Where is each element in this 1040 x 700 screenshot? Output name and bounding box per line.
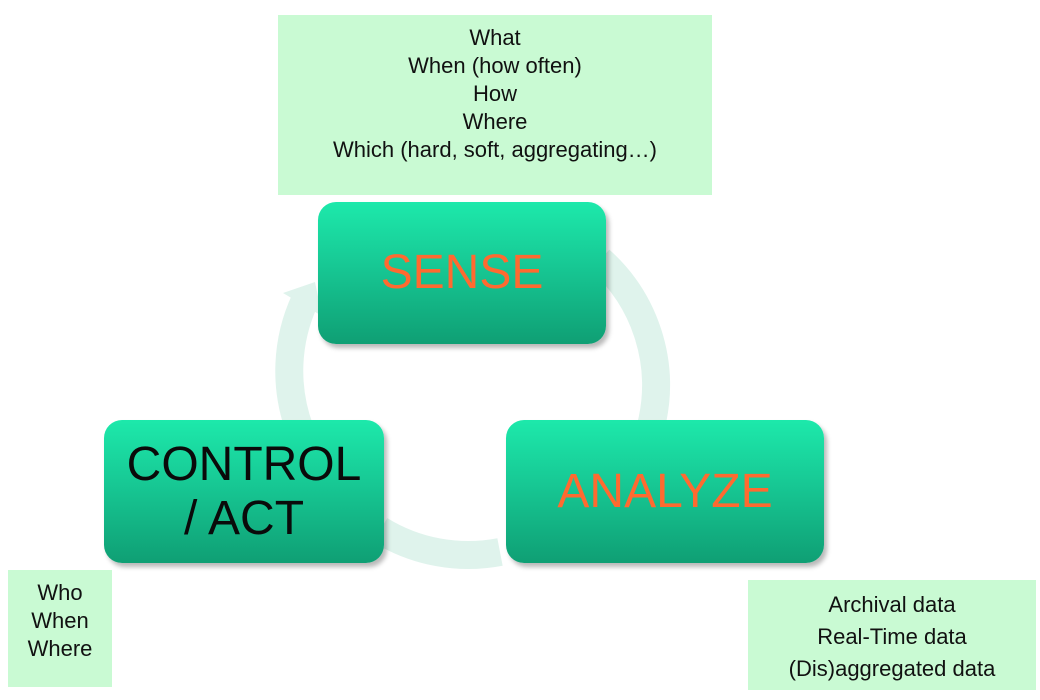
sense-note-line: When (how often) [408,53,582,78]
control-act-stage-box: CONTROL / ACT [104,420,384,563]
sense-note-line: Which (hard, soft, aggregating…) [332,137,658,162]
sense-stage-box: SENSE [318,202,606,344]
control-act-note-line: When [31,608,89,633]
sense-note: What When (how often) How Where Which (h… [278,15,712,195]
cycle-arrow-segment-bottom [372,517,503,570]
sense-note-line: How [472,81,517,106]
sense-stage-label: SENSE [380,246,544,299]
sense-note-line: Where [462,109,528,134]
control-act-stage-label-line: CONTROL [126,437,362,491]
analyze-note: Archival data Real-Time data (Dis)aggreg… [748,580,1036,690]
sense-note-line: What [469,25,521,50]
analyze-stage-box: ANALYZE [506,420,824,563]
analyze-note-line: Real-Time data [817,624,967,649]
analyze-note-line: Archival data [828,592,956,617]
control-act-stage-label-line: / ACT [183,491,305,545]
cycle-arrowhead [283,282,322,316]
control-act-note-line: Who [37,580,83,605]
analyze-stage-label: ANALYZE [557,464,773,518]
analyze-note-line: (Dis)aggregated data [788,656,996,681]
control-act-note-line: Where [27,636,93,661]
cycle-arrow-segment-left [275,294,318,435]
control-act-note: Who When Where [8,570,112,687]
